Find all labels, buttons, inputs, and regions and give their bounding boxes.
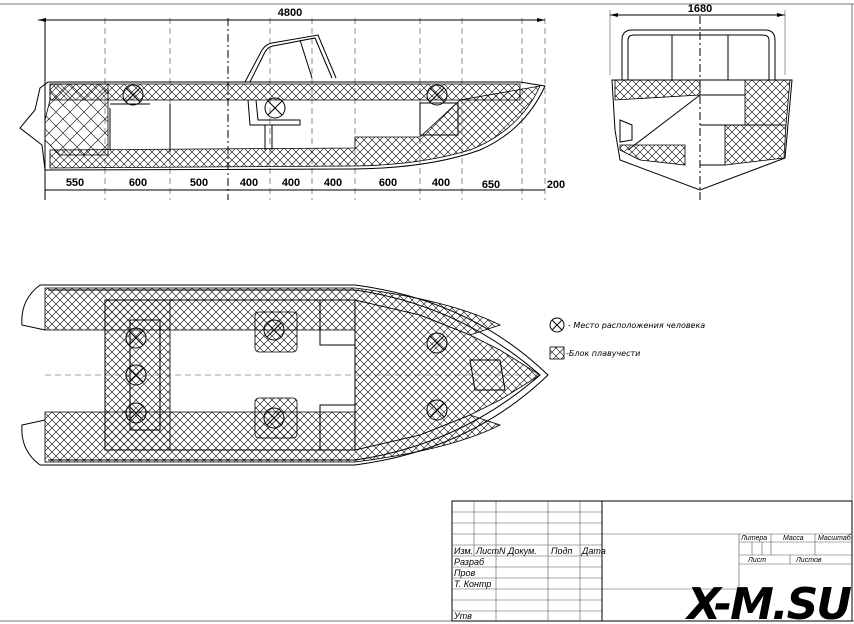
overall-dimension: 4800	[38, 7, 545, 22]
length-label: 4800	[278, 7, 302, 19]
legend-buoyancy: -Блок плавучести	[566, 349, 640, 358]
buoyancy-transom	[44, 83, 109, 156]
header-mass: Масса	[783, 535, 804, 542]
row-checked: Пров	[454, 568, 476, 578]
segment-dimensions: 550 600 500 400 400 400 600 400 650 200	[45, 177, 565, 191]
row-approved: Утв	[453, 611, 472, 621]
header-date: Дата	[581, 546, 606, 556]
person-markers	[125, 319, 448, 429]
sheets-label: Листов	[795, 557, 822, 564]
segment-label: 400	[282, 177, 300, 189]
person-markers	[122, 84, 448, 119]
header-scale: Масштаб	[818, 534, 852, 542]
buoyancy-upper-band	[49, 83, 521, 101]
header-list: Лист	[475, 546, 500, 556]
sheet-label: Лист	[747, 557, 766, 564]
watermark-logo: X-M.SU	[684, 579, 851, 624]
header-izm: Изм.	[454, 546, 473, 556]
segment-label: 650	[482, 179, 500, 191]
front-view: 1680	[609, 3, 793, 200]
legend-person: - Место расположения человека	[568, 321, 705, 330]
plan-view	[21, 284, 549, 466]
segment-label: 500	[190, 177, 208, 189]
row-developer: Разраб	[454, 557, 485, 567]
seat	[247, 99, 301, 150]
person-icon	[549, 317, 565, 333]
title-block: Изм. Лист N Докум. Подп Дата Разраб Пров…	[451, 500, 853, 622]
segment-label: 600	[129, 177, 147, 189]
legend: - Место расположения человека -Блок плав…	[549, 317, 705, 360]
segment-label: 400	[240, 177, 258, 189]
segment-label: 600	[379, 177, 397, 189]
header-doc: N Докум.	[499, 546, 537, 556]
segment-label: 400	[432, 177, 450, 189]
segment-label: 200	[547, 179, 565, 191]
width-label: 1680	[688, 3, 712, 15]
header-litera: Литера	[740, 535, 767, 542]
buoyancy-bottom-band	[49, 85, 541, 169]
segment-label: 550	[66, 177, 84, 189]
row-tech-control: Т. Контр	[454, 579, 491, 589]
buoyancy-icon	[549, 346, 565, 360]
side-view: 4800 550 600 500 400 400	[19, 7, 565, 200]
header-sign: Подп	[551, 546, 573, 556]
segment-label: 400	[324, 177, 342, 189]
windshield	[244, 34, 337, 83]
